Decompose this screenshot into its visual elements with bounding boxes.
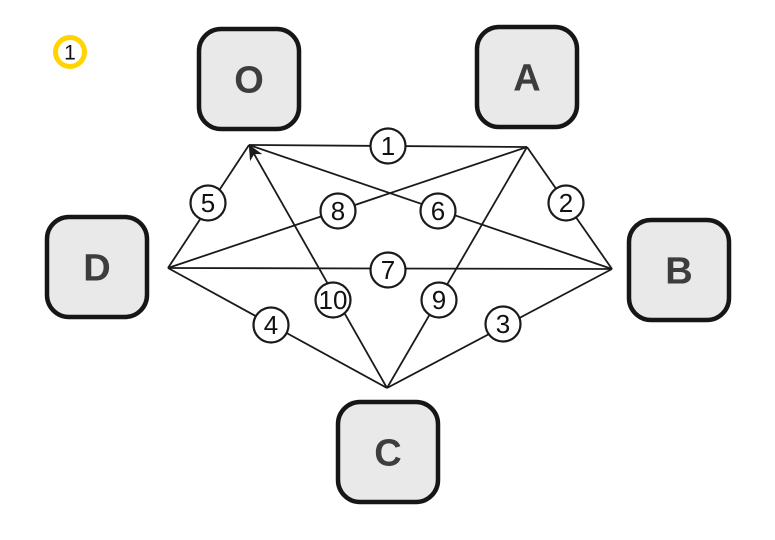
node-box bbox=[196, 26, 302, 132]
edge-label-number: 6 bbox=[431, 196, 445, 226]
node-box bbox=[626, 217, 732, 323]
edge-label-number: 2 bbox=[559, 188, 573, 218]
edge-label-number: 10 bbox=[319, 285, 348, 315]
edge-label-circle bbox=[547, 184, 585, 222]
edge-label-circle bbox=[189, 184, 227, 222]
node-C: C bbox=[335, 399, 441, 505]
edge-label-3: 3 bbox=[484, 305, 522, 343]
question-badge-ring bbox=[53, 35, 87, 69]
edge-label-2: 2 bbox=[547, 184, 585, 222]
edge-label-number: 3 bbox=[496, 309, 510, 339]
edge-C-O bbox=[248, 144, 388, 389]
node-B: B bbox=[626, 217, 732, 323]
edge-label-7: 7 bbox=[369, 251, 407, 289]
node-box bbox=[335, 399, 441, 505]
edge-label-number: 4 bbox=[264, 310, 278, 340]
edge-label-circle bbox=[419, 192, 457, 230]
nodes-layer: O A B C D bbox=[44, 24, 732, 505]
node-letter: O bbox=[234, 59, 264, 101]
edge-label-circle bbox=[314, 281, 352, 319]
node-A: A bbox=[474, 24, 580, 130]
edge-label-6: 6 bbox=[419, 192, 457, 230]
edge-label-number: 7 bbox=[381, 255, 395, 285]
edge-label-5: 5 bbox=[189, 184, 227, 222]
edge-label-number: 5 bbox=[201, 188, 215, 218]
edge-label-circle bbox=[369, 251, 407, 289]
edge-label-circle bbox=[252, 306, 290, 344]
node-letter: A bbox=[513, 57, 540, 99]
edge-label-number: 9 bbox=[432, 285, 446, 315]
edge-label-circle bbox=[319, 192, 357, 230]
edge-labels-layer: 1 2 3 4 5 6 7 8 9 10 bbox=[189, 127, 585, 344]
edge-label-circle bbox=[369, 127, 407, 165]
edge-label-circle bbox=[484, 305, 522, 343]
node-letter: D bbox=[83, 247, 110, 289]
edge-label-8: 8 bbox=[319, 192, 357, 230]
question-number-badge: 1 bbox=[53, 35, 87, 69]
node-box bbox=[44, 214, 150, 320]
edge-label-circle bbox=[420, 281, 458, 319]
node-letter: B bbox=[665, 250, 692, 292]
node-O: O bbox=[196, 26, 302, 132]
edge-C-A bbox=[386, 146, 528, 389]
edge-label-9: 9 bbox=[420, 281, 458, 319]
edge-label-number: 1 bbox=[381, 131, 395, 161]
edge-label-number: 8 bbox=[331, 196, 345, 226]
node-D: D bbox=[44, 214, 150, 320]
edge-label-10: 10 bbox=[314, 281, 352, 319]
node-letter: C bbox=[374, 432, 401, 474]
edge-label-1: 1 bbox=[369, 127, 407, 165]
node-box bbox=[474, 24, 580, 130]
question-badge-number: 1 bbox=[64, 41, 76, 64]
edge-label-4: 4 bbox=[252, 306, 290, 344]
